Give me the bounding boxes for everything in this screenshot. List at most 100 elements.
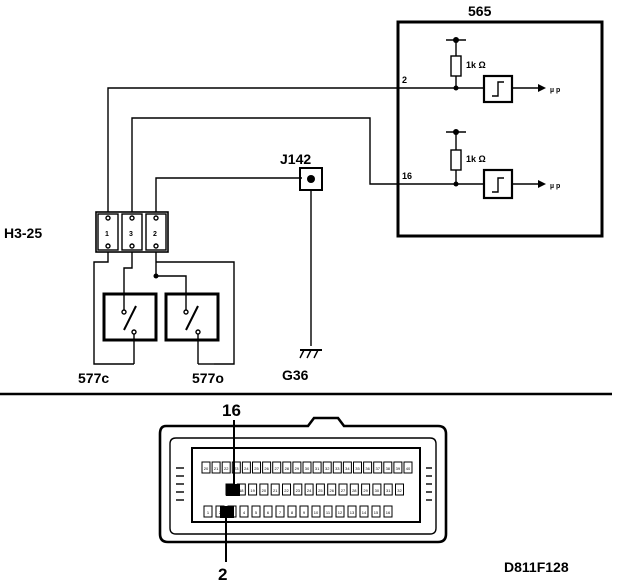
connector-cavity bbox=[251, 505, 261, 518]
connector-cavity bbox=[359, 505, 369, 518]
ecu-pin-a-label: 2 bbox=[402, 75, 407, 85]
switch-577c bbox=[102, 292, 158, 342]
connector-cavity bbox=[383, 483, 393, 496]
connector-cavity-number: 8 bbox=[291, 510, 294, 515]
connector-cavity bbox=[263, 505, 273, 518]
connector-cavity bbox=[312, 461, 322, 474]
connector-cavity-number: 11 bbox=[326, 510, 331, 515]
wire-pin1-to-ecu2 bbox=[107, 87, 484, 212]
connector-cavity-number: 36 bbox=[365, 466, 370, 471]
highlight-pin-2 bbox=[220, 506, 234, 518]
resistor-b bbox=[450, 149, 462, 171]
connector-cavity bbox=[349, 483, 359, 496]
switch-577o bbox=[164, 292, 220, 342]
connector-cavity-number: 38 bbox=[386, 466, 391, 471]
connector-cavity bbox=[363, 461, 373, 474]
connector-cavity-number: 18 bbox=[239, 488, 244, 493]
connector-cavity-number: 15 bbox=[374, 510, 379, 515]
connector-cavity bbox=[342, 461, 352, 474]
callout-label-16: 16 bbox=[222, 401, 241, 420]
connector-cavity bbox=[211, 461, 221, 474]
connector-cavity-number: 34 bbox=[345, 466, 350, 471]
connector-cavity-number: 20 bbox=[204, 466, 209, 471]
connector-cavity bbox=[231, 461, 241, 474]
connector-cavity-number: 20 bbox=[262, 488, 267, 493]
highlight-pin-16 bbox=[226, 484, 240, 496]
connector-cavity-number: 33 bbox=[335, 466, 340, 471]
figure-id: D811F128 bbox=[504, 559, 569, 575]
connector-label: H3-25 bbox=[4, 225, 42, 241]
connector-cavity bbox=[293, 483, 303, 496]
connector-cavity-number: 23 bbox=[234, 466, 239, 471]
connector-cavity-number: 7 bbox=[279, 510, 282, 515]
resistor-b-label: 1k Ω bbox=[466, 154, 486, 164]
wire-pin3-to-ecu16 bbox=[131, 117, 484, 212]
connector-cavity bbox=[361, 483, 371, 496]
connector-cavity-number: 12 bbox=[338, 510, 343, 515]
connector-cavity-number: 31 bbox=[315, 466, 320, 471]
connector-cavity bbox=[403, 461, 413, 474]
output-b-label: µ p bbox=[550, 183, 560, 190]
connector-cavity bbox=[353, 461, 362, 474]
connector-cavity bbox=[201, 461, 211, 474]
ground-label: G36 bbox=[282, 367, 309, 383]
connector-cavity-number: 14 bbox=[362, 510, 367, 515]
connector-cavity bbox=[282, 461, 292, 474]
connector-cavity-number: 10 bbox=[314, 510, 319, 515]
switches: 577c 577o bbox=[78, 252, 235, 386]
connector-cavity bbox=[395, 483, 404, 496]
connector-cavity bbox=[292, 461, 302, 474]
connector-cavity-number: 27 bbox=[274, 466, 279, 471]
connector-cavity-number: 28 bbox=[352, 488, 357, 493]
connector-cavity-number: 23 bbox=[296, 488, 301, 493]
connector-cavity bbox=[373, 461, 383, 474]
connector-cavity-number: 32 bbox=[397, 488, 402, 493]
connector-cavity bbox=[241, 461, 251, 474]
connector-cavity bbox=[338, 483, 348, 496]
connector-cavity-number: 29 bbox=[363, 488, 368, 493]
connector-cavity bbox=[315, 483, 325, 496]
output-a-label: µ p bbox=[550, 87, 560, 94]
callout-label-2: 2 bbox=[218, 565, 227, 584]
connector-cavity-number: 13 bbox=[350, 510, 355, 515]
wire-pin2-to-j142 bbox=[155, 177, 302, 212]
connector-cavity-number: 21 bbox=[273, 488, 278, 493]
connector-cavity bbox=[262, 461, 272, 474]
connector-cavity-number: 24 bbox=[307, 488, 312, 493]
junction-label: J142 bbox=[280, 151, 311, 167]
connector-cavity-number: 29 bbox=[295, 466, 300, 471]
connector-cavity-number: 28 bbox=[285, 466, 290, 471]
connector-cavity-number: 4 bbox=[243, 510, 246, 515]
connector-cavity bbox=[335, 505, 345, 518]
connector-cavity bbox=[323, 505, 333, 518]
connector-cavity bbox=[259, 483, 269, 496]
connector-cavity bbox=[332, 461, 342, 474]
connector-cavity-number: 30 bbox=[305, 466, 310, 471]
connector-cavity bbox=[327, 483, 337, 496]
connector-cavity bbox=[252, 461, 261, 474]
connector-cavity-number: 32 bbox=[325, 466, 330, 471]
connector-cavity bbox=[275, 505, 285, 518]
connector-cavity-number: 31 bbox=[386, 488, 391, 493]
connector-cavity bbox=[239, 505, 249, 518]
connector-cavity bbox=[282, 483, 291, 496]
connector-cavity-number: 5 bbox=[255, 510, 258, 515]
connector-cavity bbox=[203, 505, 213, 518]
schmitt-trigger-a bbox=[482, 74, 514, 104]
connector-cavity bbox=[304, 483, 314, 496]
connector-cavity-number: 25 bbox=[254, 466, 259, 471]
connector-cavity bbox=[302, 461, 312, 474]
connector-cavity-number: 40 bbox=[406, 466, 411, 471]
connector-cavity bbox=[221, 461, 231, 474]
connector-cavity bbox=[311, 505, 321, 518]
wire-harness bbox=[107, 87, 484, 212]
connector-cavity bbox=[322, 461, 332, 474]
connector-pin-1: 1 bbox=[105, 231, 109, 238]
connector-cavity bbox=[393, 461, 403, 474]
connector-pin-3: 3 bbox=[129, 231, 133, 238]
ecu-565: 565 1k Ω µ p 1k Ω bbox=[396, 3, 604, 238]
connector-cavity-number: 26 bbox=[264, 466, 269, 471]
connector-cavity-number: 22 bbox=[224, 466, 229, 471]
